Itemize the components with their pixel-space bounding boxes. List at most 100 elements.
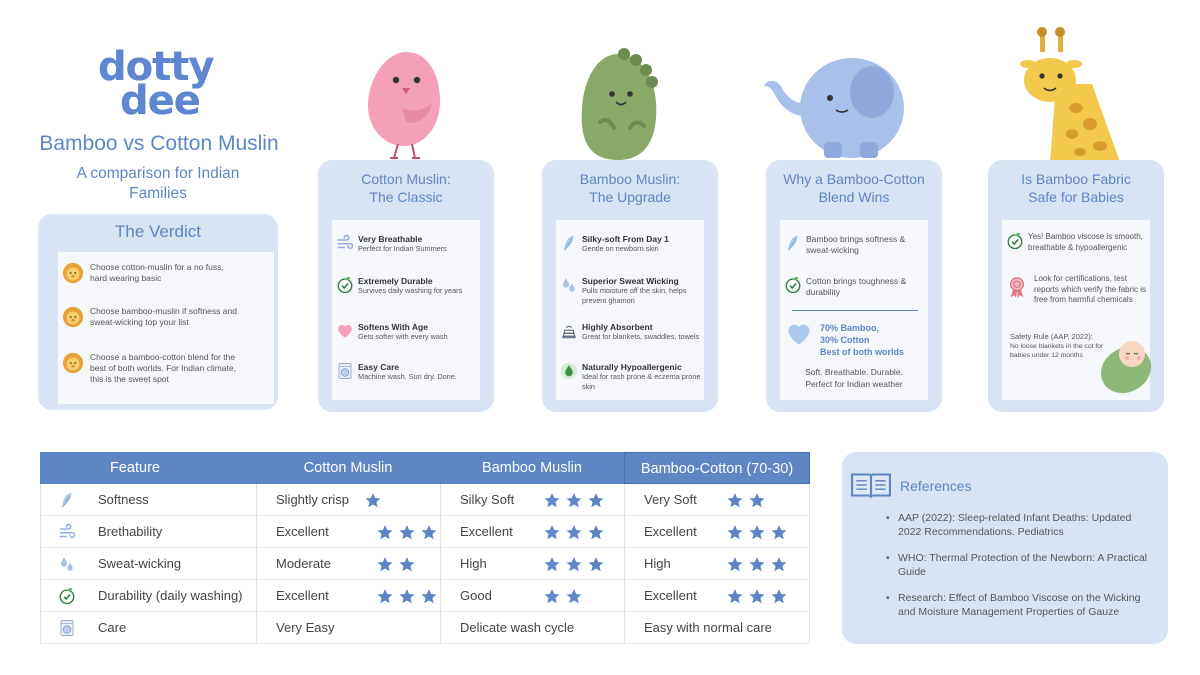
- references-list: AAP (2022): Sleep-related Infant Deaths:…: [886, 512, 1148, 632]
- star-icon: [748, 492, 766, 509]
- row-cotton-value: Slightly crisp: [276, 492, 349, 507]
- row-bamboo-value: Good: [460, 588, 492, 603]
- verdict-card: The Verdict Choose cotton-muslin for a n…: [38, 214, 278, 410]
- heart-icon: [788, 324, 810, 345]
- row-feature: Care: [98, 620, 127, 635]
- star-icon: [543, 556, 561, 573]
- blend-rating: [726, 492, 770, 508]
- certification-ribbon-icon: [1006, 274, 1028, 300]
- towel-stack-icon: [560, 322, 578, 340]
- table-header-cotton: Cotton Muslin: [256, 452, 440, 484]
- bamboo-feature-list: Silky-soft From Day 1 Gentle on newborn …: [556, 220, 704, 400]
- lion-icon: [62, 352, 84, 374]
- divider: [792, 310, 918, 311]
- row-bamboo-value: High: [460, 556, 487, 571]
- star-icon: [587, 492, 605, 509]
- star-icon: [420, 588, 438, 605]
- star-icon: [565, 556, 583, 573]
- star-icon: [770, 588, 788, 605]
- leaf-drop-icon: [560, 362, 578, 380]
- row-cotton-value: Excellent: [276, 524, 329, 539]
- cotton-rating: [364, 492, 386, 508]
- row-cotton-value: Very Easy: [276, 620, 335, 635]
- star-icon: [543, 492, 561, 509]
- table-header-blend: Bamboo-Cotton (70-30): [624, 452, 810, 484]
- bamboo-rating: [543, 588, 587, 604]
- safety-rule-title: Safety Rule (AAP, 2022):: [1010, 332, 1093, 341]
- blend-rating: [726, 588, 792, 604]
- star-icon: [543, 588, 561, 605]
- check-leaf-icon: [1006, 232, 1024, 250]
- star-icon: [748, 524, 766, 541]
- star-icon: [726, 524, 744, 541]
- open-book-icon: [850, 470, 892, 500]
- check-leaf-icon: [58, 587, 76, 605]
- cotton-rating: [376, 556, 420, 572]
- star-icon: [543, 524, 561, 541]
- reference-item: WHO: Thermal Protection of the Newborn: …: [886, 552, 1148, 579]
- feather-icon: [784, 234, 802, 252]
- droplets-icon: [560, 276, 578, 294]
- star-icon: [587, 524, 605, 541]
- references-title: References: [900, 478, 972, 494]
- bamboo-card-title: Bamboo Muslin: The Upgrade: [579, 171, 681, 205]
- star-icon: [376, 588, 394, 605]
- star-icon: [376, 524, 394, 541]
- cotton-muslin-card: Cotton Muslin: The Classic Very Breathab…: [318, 160, 494, 412]
- safety-card-title: Is Bamboo Fabric Safe for Babies: [1021, 171, 1131, 205]
- row-blend-value: Excellent: [644, 524, 697, 539]
- bamboo-rating: [543, 492, 609, 508]
- heart-icon: [336, 322, 354, 340]
- elephant-illustration: [764, 58, 904, 158]
- table-header-bamboo: Bamboo Muslin: [440, 452, 624, 484]
- reference-item: AAP (2022): Sleep-related Infant Deaths:…: [886, 512, 1148, 539]
- blend-feature-list: Bamboo brings softness & sweat-wicking C…: [780, 220, 928, 400]
- cotton-rating: [376, 524, 442, 540]
- column-divider: [624, 484, 625, 644]
- row-cotton-value: Moderate: [276, 556, 331, 571]
- row-blend-value: Easy with normal care: [644, 620, 772, 635]
- row-blend-value: High: [644, 556, 671, 571]
- cotton-rating: [376, 588, 442, 604]
- star-icon: [726, 492, 744, 509]
- row-bamboo-value: Silky Soft: [460, 492, 515, 507]
- row-feature: Sweat-wicking: [98, 556, 182, 571]
- safety-rule-desc: No loose blankets in the cot for babies …: [1010, 343, 1104, 359]
- column-divider: [440, 484, 441, 644]
- cotton-feature-list: Very Breathable Perfect for Indian Summe…: [332, 220, 480, 400]
- references-card: References AAP (2022): Sleep-related Inf…: [842, 452, 1168, 644]
- verdict-title: The Verdict: [115, 222, 201, 241]
- star-icon: [748, 588, 766, 605]
- column-divider: [256, 484, 257, 644]
- safety-list: Yes! Bamboo viscose is smooth, breathabl…: [1002, 220, 1152, 400]
- bamboo-rating: [543, 556, 609, 572]
- page-title: Bamboo vs Cotton Muslin: [39, 132, 279, 155]
- star-icon: [726, 588, 744, 605]
- star-icon: [420, 524, 438, 541]
- star-icon: [398, 588, 416, 605]
- blend-card-title: Why a Bamboo-Cotton Blend Wins: [783, 171, 925, 205]
- star-icon: [398, 556, 416, 573]
- star-icon: [726, 556, 744, 573]
- star-icon: [587, 556, 605, 573]
- star-icon: [565, 588, 583, 605]
- blend-rating: [726, 556, 792, 572]
- star-icon: [770, 524, 788, 541]
- row-feature: Brethability: [98, 524, 163, 539]
- droplets-icon: [58, 555, 76, 573]
- wind-icon: [336, 234, 354, 252]
- star-icon: [398, 524, 416, 541]
- safety-card: Is Bamboo Fabric Safe for Babies Yes! Ba…: [988, 160, 1164, 412]
- page-subtitle: A comparison for Indian Families: [76, 165, 240, 202]
- star-icon: [376, 556, 394, 573]
- bamboo-rating: [543, 524, 609, 540]
- row-blend-value: Excellent: [644, 588, 697, 603]
- row-blend-value: Very Soft: [644, 492, 697, 507]
- swaddled-baby-illustration: [1100, 341, 1152, 394]
- check-leaf-icon: [336, 276, 354, 294]
- blend-rating: [726, 524, 792, 540]
